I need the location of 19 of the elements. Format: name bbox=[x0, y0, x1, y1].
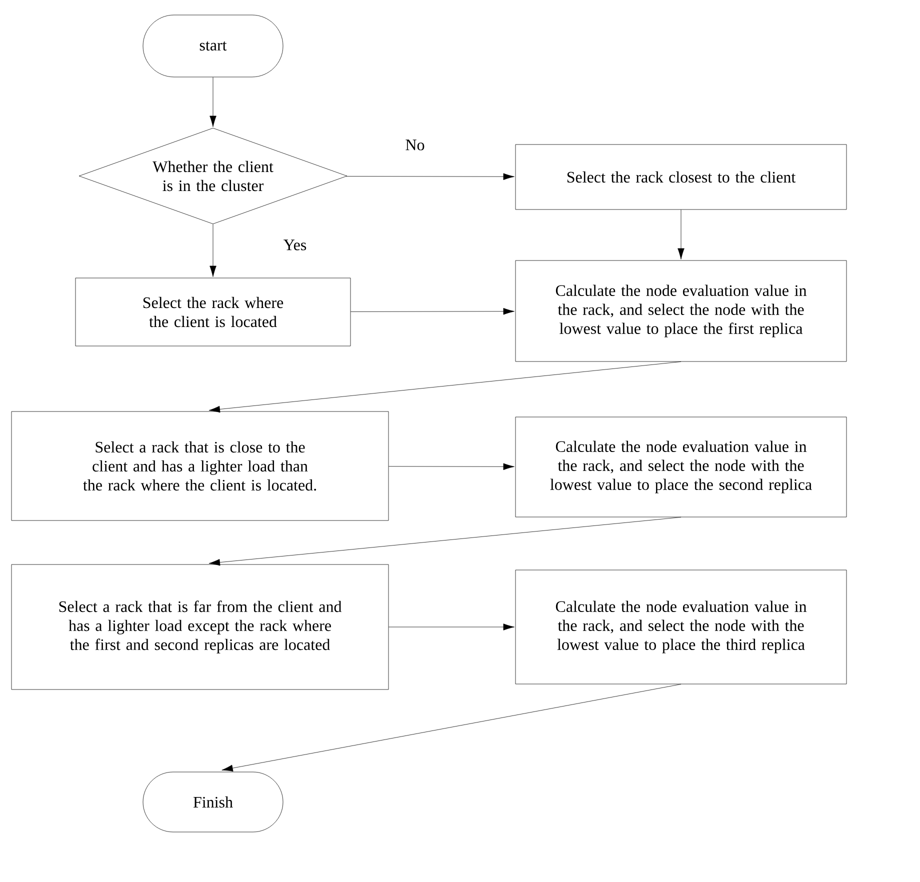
process-box: Calculate the node evaluation value in the rack, and select the node with the lowest value to place the third replica bbox=[515, 570, 847, 684]
edge-label: Yes bbox=[282, 238, 308, 252]
arrow bbox=[388, 463, 514, 470]
arrow bbox=[388, 624, 514, 630]
process-box: Calculate the node evaluation value in the rack, and select the node with the lowest value to place the second replica bbox=[515, 416, 847, 518]
arrow bbox=[208, 517, 682, 566]
process-box: Select the rack closest to the client bbox=[515, 144, 847, 210]
arrow bbox=[208, 362, 682, 413]
arrow bbox=[350, 308, 514, 315]
arrow bbox=[346, 173, 514, 180]
process-box: Select a rack that is far from the client and has a lighter load except the rack where the first and second replicas are located bbox=[11, 564, 389, 690]
edge-label: No bbox=[404, 138, 426, 152]
arrow bbox=[210, 77, 216, 127]
arrow bbox=[222, 684, 682, 772]
process-box: Select the rack where the client is located bbox=[75, 278, 351, 346]
process-box: Calculate the node evaluation value in the rack, and select the node with the lowest value to place the first replica bbox=[515, 260, 847, 362]
arrow bbox=[678, 210, 684, 260]
process-box: Select a rack that is close to the client and has a lighter load than the rack where the client is located. bbox=[11, 411, 389, 521]
arrow bbox=[210, 224, 216, 277]
